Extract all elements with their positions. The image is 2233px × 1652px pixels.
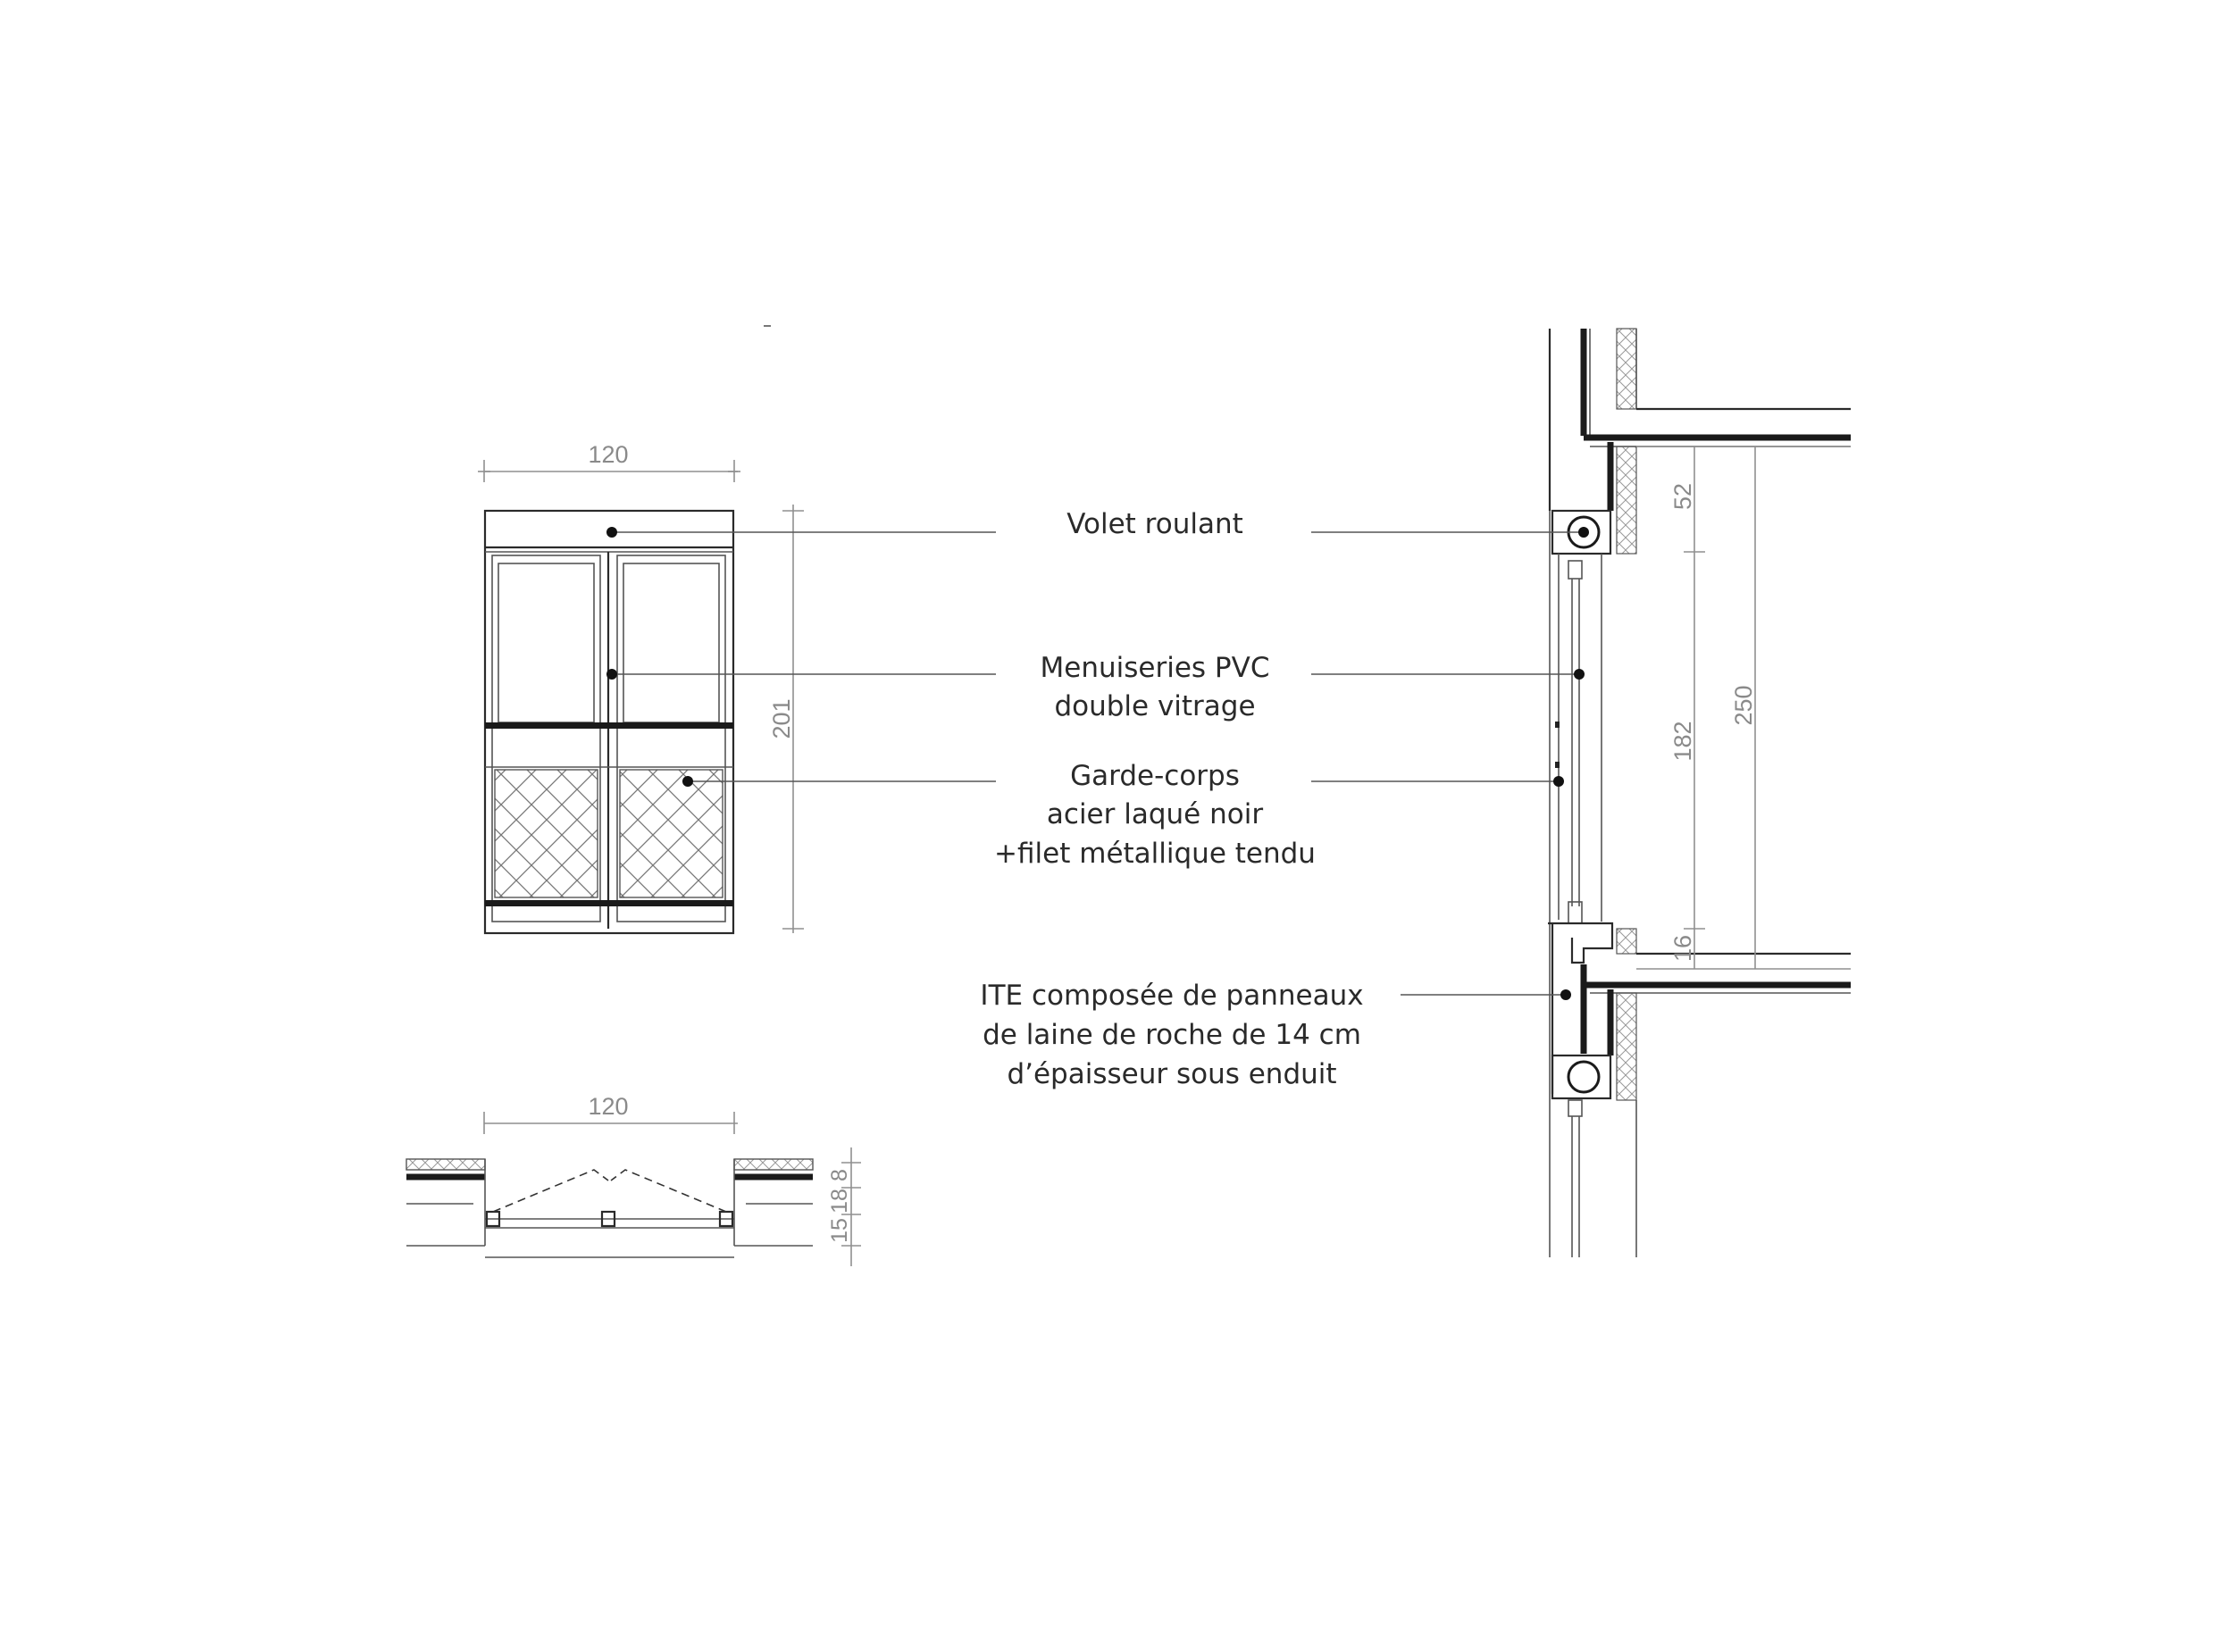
leader-lines	[606, 527, 1589, 1000]
label-menuiseries-line2: double vitrage	[1054, 690, 1255, 722]
plan-depth-label-c: 15	[827, 1218, 852, 1243]
guardrail-bottom-rail	[485, 900, 733, 906]
section-total-dim: 250	[1730, 685, 1757, 725]
label-ite-line3: d’épaisseur sous enduit	[1007, 1058, 1336, 1090]
section-window-dim: 182	[1669, 721, 1696, 761]
section-sill-dim: 16	[1669, 935, 1696, 962]
elevation-outer-frame	[483, 509, 735, 935]
plan-width-label: 120	[588, 1093, 628, 1120]
elevation-height-dimension: 201	[768, 505, 804, 933]
label-menuiseries-line1: Menuiseries PVC	[1041, 652, 1270, 684]
section-shutter-dim: 52	[1669, 483, 1696, 510]
plan-depth-label-a: 8	[827, 1169, 852, 1181]
section-dimensions: 52 182 250 16	[1636, 446, 1851, 970]
shutter-box-lower	[1551, 1054, 1612, 1100]
label-volet-roulant: Volet roulant	[1066, 508, 1243, 540]
elevation-width-dimension: 120	[478, 441, 740, 482]
window-plan: 120 8 18 15	[406, 1093, 861, 1266]
annotation-labels: Volet roulant Menuiseries PVC double vit…	[980, 508, 1363, 1090]
wall-section: 52 182 250 16	[1548, 328, 1851, 1257]
label-garde-corps-line1: Garde-corps	[1070, 760, 1240, 792]
elevation-width-label: 120	[588, 441, 628, 468]
label-ite-line1: ITE composée de panneaux	[980, 980, 1363, 1012]
label-garde-corps-line2: acier laqué noir	[1047, 798, 1263, 830]
plan-depth-label-b: 18	[827, 1189, 852, 1214]
elevation-height-label: 201	[768, 698, 795, 738]
guardrail-mesh-left	[494, 769, 598, 898]
guardrail-mesh-right	[619, 769, 723, 898]
label-ite-line2: de laine de roche de 14 cm	[983, 1019, 1361, 1051]
plan-width-dimension: 120	[483, 1093, 738, 1134]
window-elevation: 120 201	[478, 325, 804, 935]
plan-depth-dimensions: 8 18 15	[827, 1147, 861, 1266]
window-leaf-left	[491, 555, 601, 922]
guardrail-top-rail	[485, 722, 733, 729]
label-garde-corps-line3: +filet métallique tendu	[994, 838, 1316, 870]
window-leaf-right	[616, 555, 726, 922]
